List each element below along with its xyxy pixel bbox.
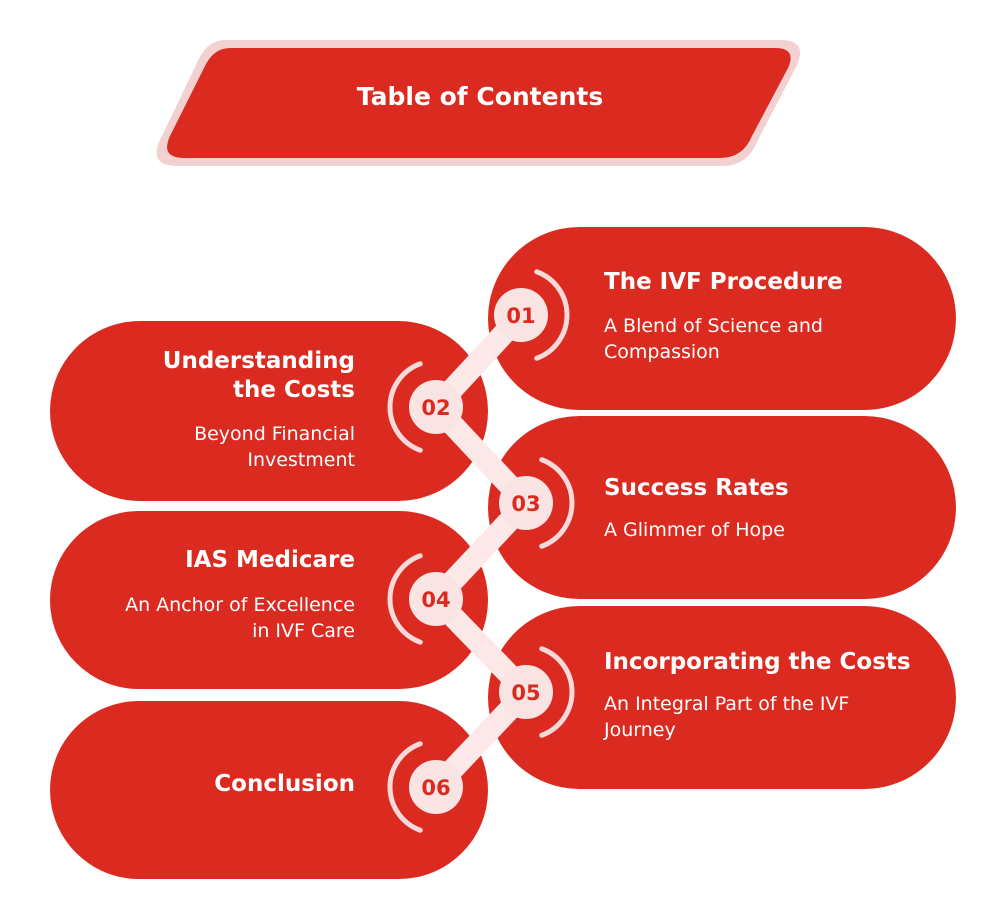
- step-number: 01: [506, 304, 535, 328]
- item-title: IAS Medicare: [185, 547, 355, 573]
- step-ring-arc: [387, 553, 423, 645]
- step-badge: [409, 572, 463, 626]
- item-title: Understanding the Costs: [162, 348, 355, 403]
- item-pill-05: [488, 606, 956, 789]
- item-title: Success Rates: [604, 475, 789, 501]
- item-subtitle: An Anchor of Excellence in IVF Care: [125, 594, 355, 642]
- item-title: The IVF Procedure: [604, 269, 843, 295]
- step-number: 03: [511, 492, 540, 516]
- step-badge: [409, 380, 463, 434]
- item-pill-01: [488, 227, 956, 410]
- step-badge: [499, 476, 553, 530]
- step-number: 02: [421, 396, 450, 420]
- header-banner: [167, 48, 791, 158]
- item-title: Incorporating the Costs: [604, 649, 911, 675]
- step-badge: [499, 665, 553, 719]
- step-badge: [494, 288, 548, 342]
- step-ring-arc: [539, 457, 575, 549]
- item-subtitle: A Glimmer of Hope: [604, 519, 785, 541]
- item-subtitle: Beyond Financial Investment: [194, 423, 355, 471]
- item-pill-04: [50, 511, 488, 689]
- item-pill-02: [50, 321, 488, 501]
- item-subtitle: An Integral Part of the IVF Journey: [604, 693, 850, 741]
- step-number: 06: [421, 776, 450, 800]
- step-node-02: 02: [387, 361, 463, 453]
- item-pill-06: [50, 701, 488, 879]
- step-node-04: 04: [387, 553, 463, 645]
- step-ring-arc: [534, 269, 570, 361]
- step-node-06: 06: [387, 741, 463, 833]
- step-node-03: 03: [499, 457, 575, 549]
- step-node-01: 01: [494, 269, 570, 361]
- step-ring-arc: [387, 741, 423, 833]
- step-node-05: 05: [499, 646, 575, 738]
- step-ring-arc: [387, 361, 423, 453]
- item-subtitle: A Blend of Science and Compassion: [604, 315, 823, 363]
- item-pill-03: [488, 416, 956, 599]
- step-number: 05: [511, 681, 540, 705]
- step-number: 04: [421, 588, 450, 612]
- item-title: Conclusion: [214, 771, 355, 797]
- step-ring-arc: [539, 646, 575, 738]
- step-badge: [409, 760, 463, 814]
- page-title: Table of Contents: [356, 82, 604, 111]
